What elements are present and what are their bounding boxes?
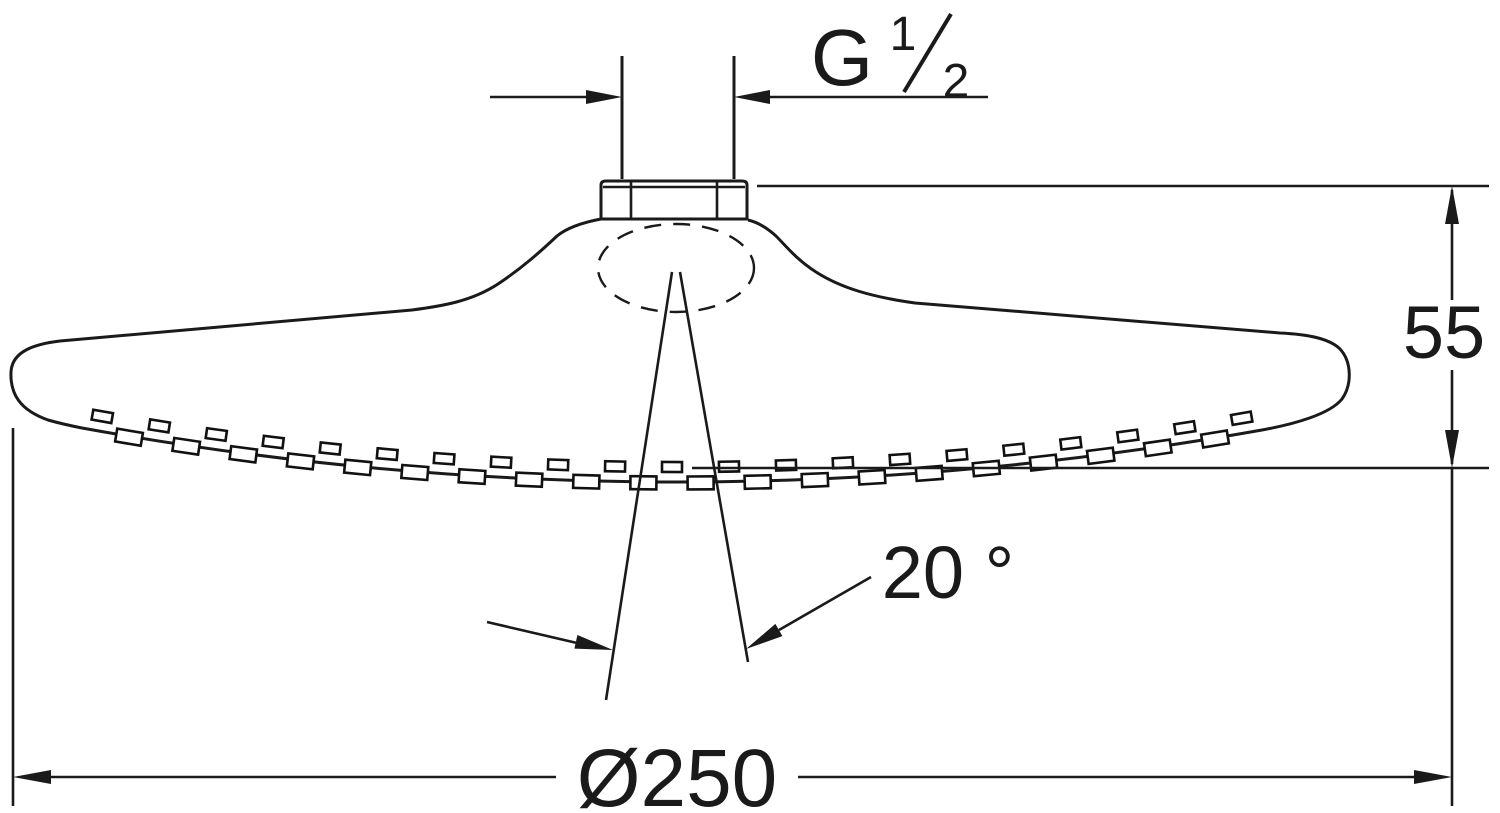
spray-nozzle [800,471,830,489]
spray-nozzle [629,474,658,491]
spray-nozzle [228,444,259,464]
thread-fraction-numerator: 1 [890,8,917,61]
spray-nozzle [342,458,373,477]
spray-nozzle [603,459,627,473]
thread-arrowhead-right [734,90,770,104]
height-label: 55 [1403,291,1485,374]
spray-nozzles [90,408,1254,491]
height-arrowhead-bottom [1445,430,1459,468]
spray-nozzle [375,446,400,462]
spray-nozzle [1142,438,1174,458]
thread-fraction-denominator: 2 [943,55,970,108]
supply-pipe [620,56,736,179]
spray-nozzle [1229,410,1254,427]
spray-nozzle [888,452,912,467]
spray-nozzle [546,458,570,472]
angle-leader-right [778,575,872,632]
spray-nozzle [743,473,773,491]
spray-nozzle [831,455,855,470]
dimension-height: 55 [692,184,1489,470]
angle-annotation: 20 ° [486,271,1014,701]
angle-arrowhead-right [746,623,783,649]
spray-nozzle [261,434,286,450]
spray-nozzle [457,467,487,486]
spray-nozzle [90,408,115,425]
spray-nozzle [1001,442,1026,458]
diameter-label: Ø250 [577,733,778,813]
spray-nozzle [432,451,456,466]
fraction-slash [902,12,953,94]
spray-nozzle [1199,428,1231,450]
diameter-arrowhead-right [1414,770,1452,784]
spray-nozzle [717,460,741,474]
angle-line-left [604,271,674,701]
hex-nut [599,179,749,221]
spray-nozzle [571,473,601,490]
dimension-thread: G 1 2 [490,8,988,108]
spray-nozzle [857,468,887,486]
ball-joint-dashed-outline [596,222,756,314]
thread-arrowhead-left [586,90,622,104]
spray-nozzle [945,447,969,463]
spray-nozzle [285,452,316,471]
spray-nozzle [1058,435,1083,452]
spray-nozzle [1115,428,1140,444]
spray-angle-label: 20 ° [882,531,1014,614]
dimension-diameter: Ø250 [11,428,1454,813]
height-arrowhead-top [1445,186,1459,224]
spray-nozzle [399,463,430,482]
spray-nozzle [204,426,229,443]
spray-nozzle [1172,419,1197,436]
spray-nozzle [147,417,172,434]
thread-size-label: G [811,13,873,102]
diameter-arrowhead-left [13,770,51,784]
angle-leader-left [486,620,578,645]
spray-nozzle [489,455,513,470]
spray-nozzle [660,460,684,474]
angle-arrowhead-left [574,635,613,650]
spray-nozzle [514,471,544,489]
spray-nozzle [318,441,343,456]
spray-nozzle [1085,446,1116,466]
spray-nozzle [686,475,715,491]
spray-nozzle [113,427,145,448]
spray-nozzle [170,436,202,457]
